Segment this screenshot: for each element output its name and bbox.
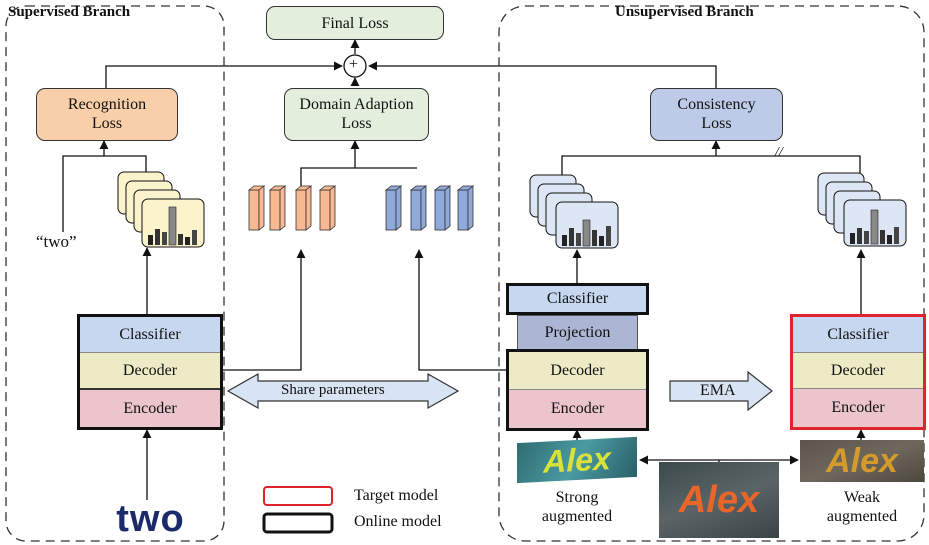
target-decoder: Decoder bbox=[793, 352, 923, 388]
online-decoder: Decoder bbox=[509, 352, 646, 389]
distribution-stack-supervised bbox=[117, 171, 205, 248]
legend-online-label: Online model bbox=[354, 513, 442, 530]
supervised-panel bbox=[5, 5, 225, 542]
supervised-classifier: Classifier bbox=[80, 317, 220, 352]
legend-target-swatch bbox=[263, 486, 333, 506]
target-model bbox=[790, 314, 926, 430]
unsupervised-branch-title: Unsupervised Branch bbox=[615, 4, 754, 20]
supervised-encoder: Encoder bbox=[80, 388, 220, 427]
ema-arrow bbox=[669, 370, 773, 412]
domain-adaption-loss-label: Domain Adaption Loss bbox=[299, 96, 414, 132]
plus-symbol: + bbox=[349, 56, 359, 73]
supervised-online-model bbox=[77, 314, 223, 430]
share-parameters-label: Share parameters bbox=[281, 382, 385, 398]
strong-augmented-label: Strong augmented bbox=[541, 489, 613, 525]
online-projection: Projection bbox=[517, 315, 638, 350]
target-classifier: Classifier bbox=[793, 317, 923, 352]
weak-augmented-label: Weak augmented bbox=[826, 489, 898, 525]
weak-augmented-image: Alex bbox=[800, 440, 924, 482]
supervised-decoder: Decoder bbox=[80, 352, 220, 388]
domain-adaption-loss-box: Domain Adaption Loss bbox=[284, 88, 429, 141]
distribution-stack-online bbox=[529, 174, 619, 249]
gradient-break-mark: // bbox=[775, 145, 783, 160]
supervised-input-image: two bbox=[93, 500, 208, 538]
recognition-loss-box: Recognition Loss bbox=[36, 88, 178, 141]
feature-maps-orange bbox=[247, 185, 337, 231]
unsupervised-panel bbox=[498, 5, 925, 542]
legend-target-label: Target model bbox=[354, 487, 439, 504]
final-loss-box: Final Loss bbox=[266, 6, 444, 40]
recognition-loss-label: Recognition Loss bbox=[67, 96, 147, 132]
original-unlabeled-image: Alex bbox=[659, 462, 779, 538]
strong-augmented-image: Alex bbox=[517, 436, 637, 484]
ground-truth-label: “two” bbox=[36, 232, 77, 251]
plus-node bbox=[343, 54, 367, 78]
online-model-backbone bbox=[506, 349, 649, 431]
ema-label: EMA bbox=[700, 382, 736, 399]
distribution-stack-target bbox=[817, 172, 907, 247]
online-classifier: Classifier bbox=[506, 283, 649, 315]
share-parameters-arrow bbox=[226, 372, 460, 410]
target-encoder: Encoder bbox=[793, 388, 923, 427]
consistency-loss-label: Consistency Loss bbox=[677, 96, 756, 132]
final-loss-label: Final Loss bbox=[321, 15, 389, 32]
supervised-branch-title: Supervised Branch bbox=[8, 4, 131, 20]
feature-maps-blue bbox=[384, 185, 475, 231]
legend-online-swatch bbox=[262, 512, 334, 534]
online-encoder: Encoder bbox=[509, 389, 646, 428]
consistency-loss-box: Consistency Loss bbox=[650, 88, 783, 141]
